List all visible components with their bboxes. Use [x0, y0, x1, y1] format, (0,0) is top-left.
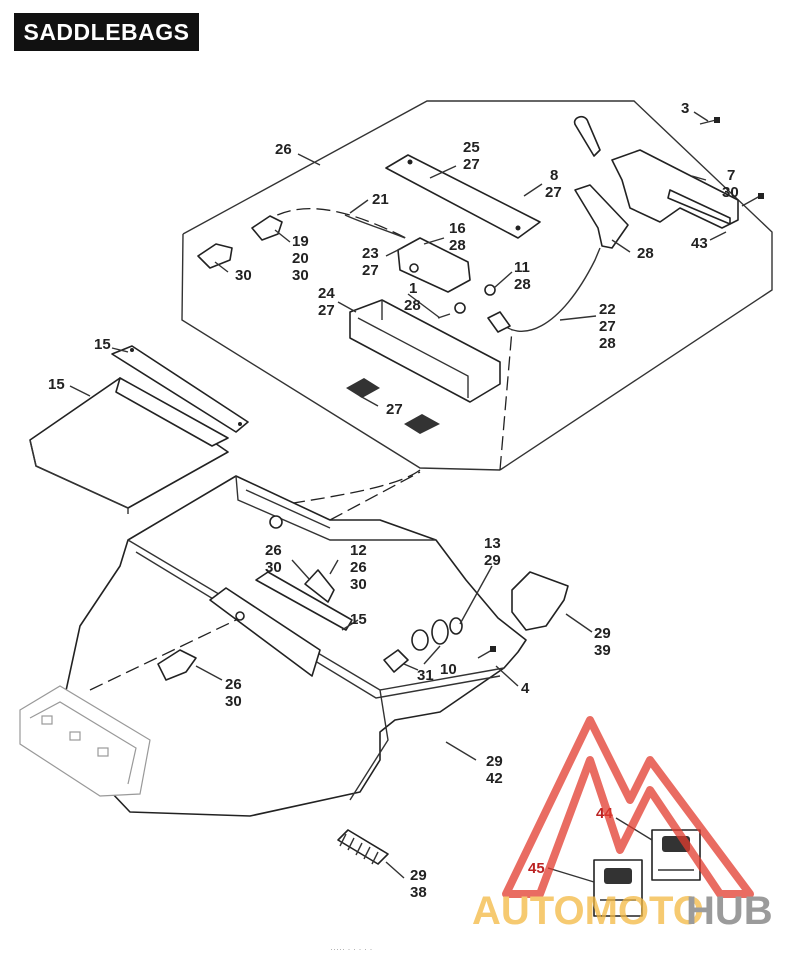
watermark-text-automoto: AUTOMOTO: [472, 889, 704, 933]
callout: 30: [235, 267, 252, 284]
connector: [251, 215, 283, 241]
callout: 7: [727, 167, 735, 184]
callout: 20: [292, 250, 309, 267]
callout: 3: [681, 100, 689, 117]
callout: 30: [722, 184, 739, 201]
callout: 13: [484, 535, 501, 552]
callout: 27: [362, 262, 379, 279]
callout: 29: [594, 625, 611, 642]
callout: 27: [599, 318, 616, 335]
callout: 28: [514, 276, 531, 293]
hinge: [511, 571, 569, 631]
callout: 28: [599, 335, 616, 352]
mounting-rail-ghost: [19, 685, 151, 797]
callout: 25: [463, 139, 480, 156]
callout: 29: [486, 753, 503, 770]
callout: 28: [637, 245, 654, 262]
page-title: SADDLEBAGS: [14, 13, 199, 51]
callout: 15: [48, 376, 65, 393]
callout: 23: [362, 245, 379, 262]
lever: [573, 115, 601, 157]
callout: 28: [449, 237, 466, 254]
callout: 27: [545, 184, 562, 201]
callout: 27: [386, 401, 403, 418]
callout: 10: [440, 661, 457, 678]
emblem-45: [593, 859, 643, 917]
callout: 29: [410, 867, 427, 884]
adhesive-pad: [346, 378, 380, 398]
spring: [337, 829, 389, 865]
callout: 30: [350, 576, 367, 593]
callout: 43: [691, 235, 708, 252]
callout: 15: [350, 611, 367, 628]
callout: 28: [404, 297, 421, 314]
callout: 31: [417, 667, 434, 684]
callout: 26: [350, 559, 367, 576]
callout: 11: [514, 259, 530, 276]
callout: 26: [265, 542, 282, 559]
lock-plate: [385, 154, 541, 239]
callout: 45: [528, 860, 545, 877]
cable-bracket: [574, 184, 629, 249]
leader-lines: [69, 111, 727, 883]
callout: 22: [599, 301, 616, 318]
callout: 30: [292, 267, 309, 284]
watermark-triangle: [502, 716, 754, 898]
callout: 21: [372, 191, 389, 208]
callout: 26: [225, 676, 242, 693]
callout: 30: [225, 693, 242, 710]
callout: 16: [449, 220, 466, 237]
adhesive-pad: [404, 414, 440, 434]
callout: 19: [292, 233, 309, 250]
callout: 42: [486, 770, 503, 787]
watermark-text-hub: HUB: [686, 889, 773, 933]
callout: 27: [318, 302, 335, 319]
callout: 29: [484, 552, 501, 569]
saddlebag-body: [63, 475, 569, 817]
footer-text: ····· · · · · ·: [330, 944, 372, 954]
callout: 26: [275, 141, 292, 158]
small-connector: [197, 243, 233, 269]
callout: 39: [594, 642, 611, 659]
callout: 27: [463, 156, 480, 173]
callout: 15: [94, 336, 111, 353]
callout: 4: [521, 680, 530, 697]
callout: 24: [318, 285, 335, 302]
hinge-strap: [111, 345, 249, 433]
callout: 38: [410, 884, 427, 901]
actuator: [397, 237, 471, 293]
callout: 1: [409, 280, 417, 297]
callout: 12: [350, 542, 367, 559]
callout: 8: [550, 167, 558, 184]
callout-labels: 3 26 25 27 8 27 7 30 43 28 21 16 28 23 2…: [48, 100, 739, 901]
watermark-logo: AUTOMOTO HUB: [472, 716, 773, 933]
callout: 30: [265, 559, 282, 576]
